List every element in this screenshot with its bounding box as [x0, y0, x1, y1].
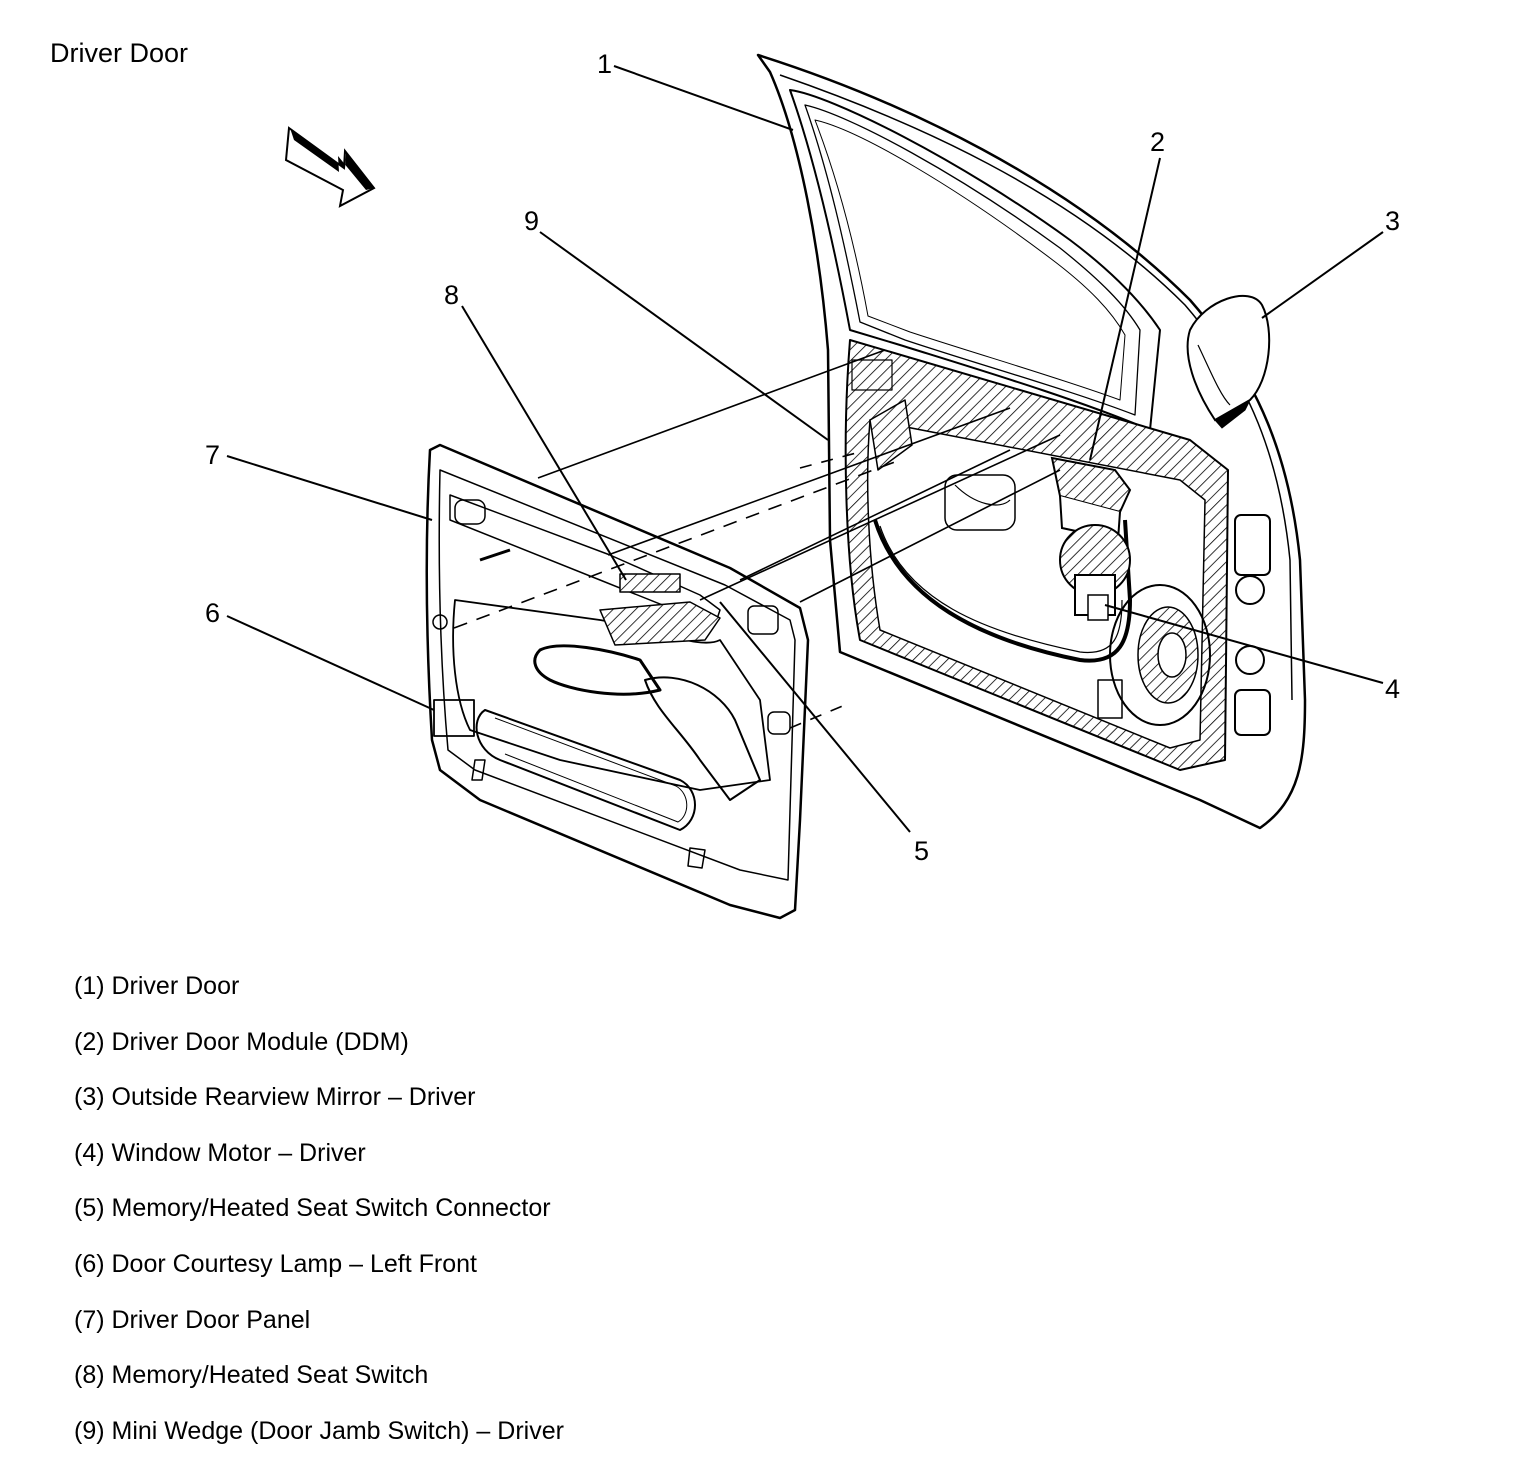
- legend-item: (3) Outside Rearview Mirror – Driver: [74, 1083, 476, 1112]
- legend-item: (5) Memory/Heated Seat Switch Connector: [74, 1194, 551, 1223]
- driver-door-panel: [425, 443, 810, 920]
- legend-item: (8) Memory/Heated Seat Switch: [74, 1361, 429, 1390]
- callout-2: 2: [1150, 127, 1165, 157]
- legend-item: (6) Door Courtesy Lamp – Left Front: [74, 1249, 477, 1278]
- leader-lines: [226, 65, 1384, 833]
- alignment-lines: [453, 349, 1061, 729]
- legend-item: (9) Mini Wedge (Door Jamb Switch) – Driv…: [74, 1416, 564, 1445]
- callout-7: 7: [205, 440, 220, 470]
- driver-door-shell: [756, 53, 1307, 830]
- legend-item: (4) Window Motor – Driver: [74, 1138, 366, 1167]
- component-legend: (1) Driver Door (2) Driver Door Module (…: [74, 968, 564, 1468]
- legend-item: (2) Driver Door Module (DDM): [74, 1027, 409, 1056]
- door-exploded-view: 1 2 3 4 5 6 7 8 9: [205, 49, 1400, 920]
- window-motor: [1059, 524, 1131, 621]
- callout-6: 6: [205, 598, 220, 628]
- diagram-title: Driver Door: [50, 38, 189, 68]
- outside-rearview-mirror: [1186, 295, 1271, 429]
- view-direction-arrow: [284, 126, 376, 208]
- callout-9: 9: [524, 206, 539, 236]
- callout-5: 5: [914, 836, 929, 866]
- legend-item: (7) Driver Door Panel: [74, 1305, 311, 1334]
- callout-1: 1: [597, 49, 612, 79]
- legend-item: (1) Driver Door: [74, 972, 240, 1000]
- callout-4: 4: [1385, 674, 1400, 704]
- driver-door-module: [1050, 456, 1132, 542]
- callout-8: 8: [444, 280, 459, 310]
- callout-3: 3: [1385, 206, 1400, 236]
- door-courtesy-lamp: [433, 699, 475, 737]
